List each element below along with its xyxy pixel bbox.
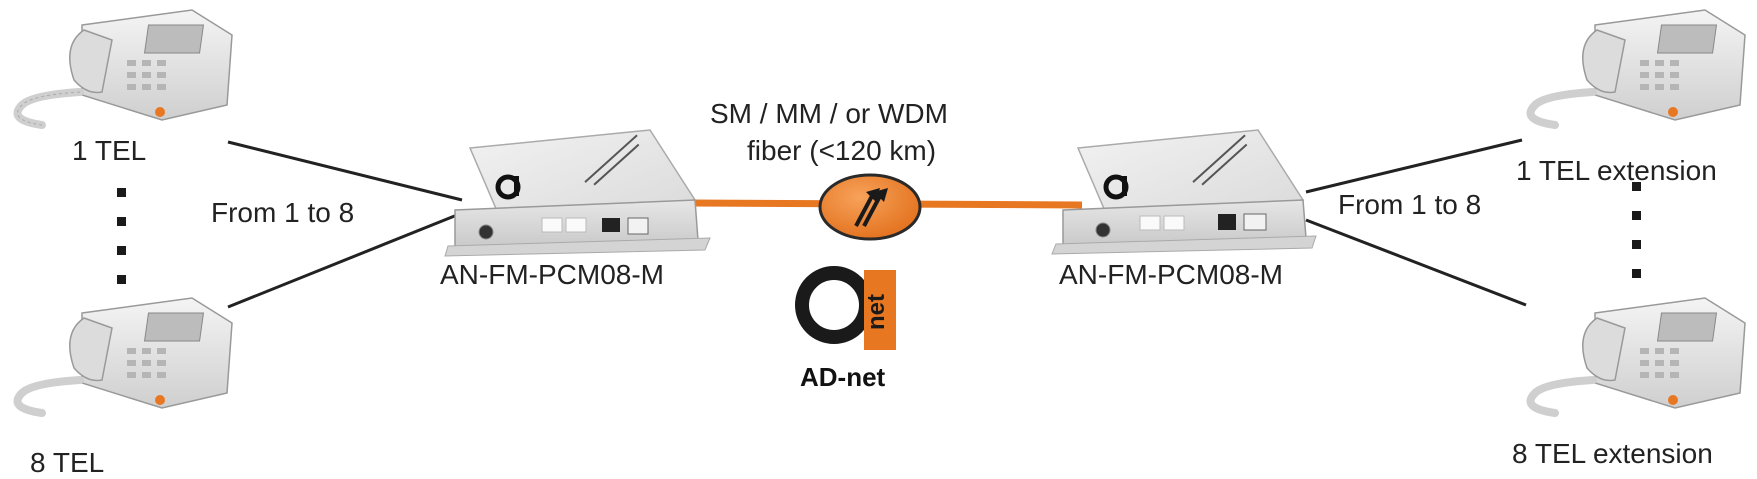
fiber-arrows-icon: [854, 188, 888, 227]
device-logo-icon: [495, 174, 521, 200]
device-logo-icon: [1103, 174, 1129, 200]
right-device-model: AN-FM-PCM08-M: [1059, 259, 1283, 290]
left-device-model: AN-FM-PCM08-M: [440, 259, 664, 290]
right-tel-bottom-label: 8 TEL extension: [1512, 438, 1713, 469]
phone-icon-left-top: [13, 9, 233, 129]
right-ellipsis-dots: [1629, 182, 1643, 298]
fiber-label-line2: fiber (<120 km): [747, 135, 937, 166]
right-range-label: From 1 to 8: [1338, 189, 1482, 220]
fiber-label-line1: SM / MM / or WDM: [710, 98, 948, 129]
phone-icon-right-top: [1526, 9, 1746, 129]
left-cables: [227, 140, 463, 309]
right-tel-top-label: 1 TEL extension: [1516, 155, 1717, 186]
phone-icon-left-bottom: [13, 297, 233, 417]
right-cables: [1305, 138, 1527, 307]
brand-name: AD-net: [800, 362, 886, 392]
logo-word: net: [863, 294, 890, 330]
cable-line-right-bottom: [1305, 218, 1527, 307]
adnet-logo-icon: net: [795, 266, 896, 350]
cable-line-left-top: [227, 140, 463, 202]
fiber-badge: [818, 173, 922, 241]
fiber-ellipse: [818, 173, 922, 241]
left-ellipsis-dots: [114, 188, 128, 304]
left-tel-bottom-label: 8 TEL: [30, 447, 105, 478]
converter-device-right: [1051, 129, 1317, 255]
phone-icon-right-bottom: [1526, 297, 1746, 417]
converter-device-left: [444, 129, 711, 257]
cable-line-right-top: [1305, 138, 1523, 194]
left-tel-top-label: 1 TEL: [72, 135, 147, 166]
left-range-label: From 1 to 8: [211, 197, 355, 228]
cable-line-left-bottom: [227, 211, 463, 309]
